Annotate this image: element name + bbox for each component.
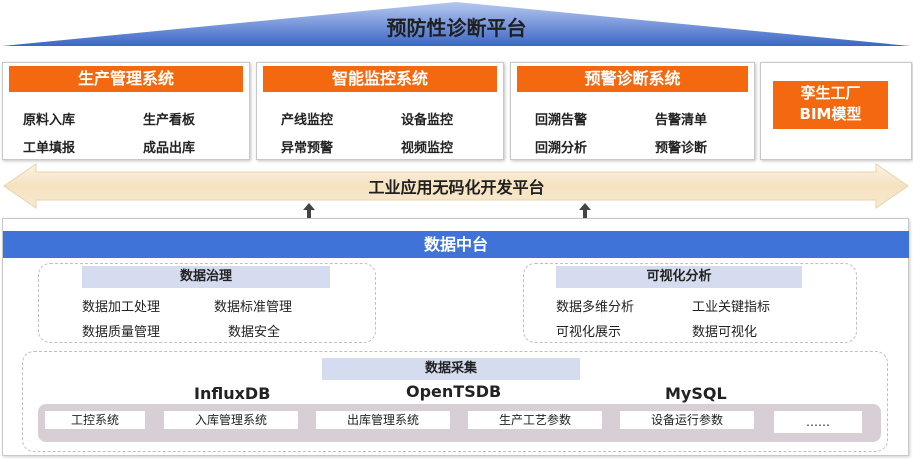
data-source-item[interactable]: 设备运行参数 bbox=[620, 411, 754, 429]
governance-item[interactable]: 数据标准管理 bbox=[214, 300, 293, 315]
visualization-panel bbox=[523, 263, 857, 343]
visualization-title: 可视化分析 bbox=[556, 266, 802, 288]
lowcode-arrow-band bbox=[3, 163, 909, 209]
module-item[interactable]: 回溯分析 bbox=[535, 141, 588, 156]
governance-item[interactable]: 数据安全 bbox=[228, 325, 281, 340]
module-item[interactable]: 成品出库 bbox=[143, 141, 196, 156]
up-arrow-icon bbox=[579, 203, 591, 219]
platform-roof bbox=[2, 2, 910, 46]
module-item[interactable]: 预警诊断 bbox=[655, 141, 708, 156]
module-item[interactable]: 告警清单 bbox=[655, 113, 708, 128]
collection-panel bbox=[22, 351, 888, 452]
module-item[interactable]: 产线监控 bbox=[281, 113, 334, 128]
module-item[interactable]: 异常预警 bbox=[281, 141, 334, 156]
data-source-item[interactable]: 工控系统 bbox=[45, 411, 145, 429]
visualization-item[interactable]: 工业关键指标 bbox=[692, 300, 771, 315]
lowcode-title: 工业应用无码化开发平台 bbox=[368, 178, 545, 197]
bim-badge[interactable]: 孪生工厂 BIM模型 bbox=[773, 81, 888, 129]
governance-panel bbox=[38, 263, 376, 343]
platform-title: 预防性诊断平台 bbox=[386, 16, 527, 40]
module-title: 预警诊断系统 bbox=[517, 66, 748, 92]
database-opentsdb[interactable]: OpenTSDB bbox=[406, 382, 502, 401]
data-center-title: 数据中台 bbox=[3, 231, 909, 258]
module-title: 智能监控系统 bbox=[263, 66, 497, 92]
module-monitoring[interactable]: 智能监控系统 产线监控 设备监控 异常预警 视频监控 bbox=[256, 62, 504, 160]
database-mysql[interactable]: MySQL bbox=[665, 384, 727, 403]
module-production[interactable]: 生产管理系统 原料入库 生产看板 工单填报 成品出库 bbox=[2, 62, 250, 160]
data-source-item[interactable]: 入库管理系统 bbox=[164, 411, 298, 429]
visualization-item[interactable]: 可视化展示 bbox=[556, 325, 622, 340]
module-warning[interactable]: 预警诊断系统 回溯告警 告警清单 回溯分析 预警诊断 bbox=[510, 62, 755, 160]
module-item[interactable]: 原料入库 bbox=[23, 113, 76, 128]
database-influxdb[interactable]: InfluxDB bbox=[194, 384, 271, 403]
data-source-item[interactable]: 出库管理系统 bbox=[316, 411, 450, 429]
up-arrow-icon bbox=[303, 203, 315, 219]
governance-title: 数据治理 bbox=[82, 266, 330, 288]
data-source-item[interactable]: 生产工艺参数 bbox=[468, 411, 602, 429]
module-item[interactable]: 工单填报 bbox=[23, 141, 76, 156]
module-item[interactable]: 回溯告警 bbox=[535, 113, 588, 128]
governance-item[interactable]: 数据质量管理 bbox=[82, 325, 161, 340]
module-title: 生产管理系统 bbox=[9, 66, 243, 92]
module-item[interactable]: 视频监控 bbox=[401, 141, 454, 156]
module-item[interactable]: 生产看板 bbox=[143, 113, 196, 128]
data-source-item[interactable]: …… bbox=[774, 411, 862, 433]
bim-line1: 孪生工厂 bbox=[800, 84, 861, 102]
visualization-item[interactable]: 数据多维分析 bbox=[556, 300, 635, 315]
module-item[interactable]: 设备监控 bbox=[401, 113, 454, 128]
visualization-item[interactable]: 数据可视化 bbox=[692, 325, 758, 340]
collection-title: 数据采集 bbox=[322, 358, 580, 380]
bim-line2: BIM模型 bbox=[799, 105, 862, 123]
governance-item[interactable]: 数据加工处理 bbox=[82, 300, 161, 315]
module-bim[interactable]: 孪生工厂 BIM模型 bbox=[760, 62, 912, 160]
